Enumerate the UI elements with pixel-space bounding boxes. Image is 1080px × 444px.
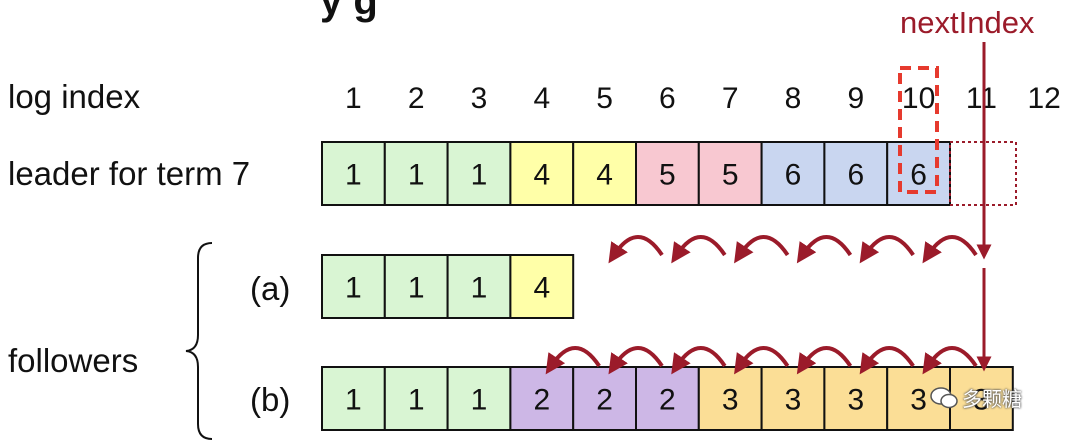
follower-b-label: (b) bbox=[250, 381, 290, 418]
followers-brace bbox=[185, 242, 213, 440]
decrement-arrow-b-3 bbox=[796, 346, 853, 375]
followers-label: followers bbox=[8, 342, 138, 379]
leader-entry-1 bbox=[321, 141, 386, 206]
decrement-arrow-a-1 bbox=[922, 235, 978, 264]
log-index-6: 6 bbox=[659, 82, 676, 115]
log-index-5: 5 bbox=[596, 82, 613, 115]
leader-entry-1-term: 1 bbox=[345, 159, 362, 192]
leader-entry-7-term: 5 bbox=[722, 159, 739, 192]
follower-b-entry-11 bbox=[949, 366, 1014, 431]
follower-b-entry-6 bbox=[635, 366, 700, 431]
log-index-label: log index bbox=[8, 78, 141, 115]
leader-entry-2 bbox=[383, 141, 449, 206]
follower-b-entry-1-term: 1 bbox=[345, 384, 362, 417]
leader-entry-9-term: 6 bbox=[847, 159, 864, 192]
watermark: 多颗糖 bbox=[930, 383, 1022, 412]
decrement-arrow-b-2 bbox=[859, 346, 915, 375]
follower-b-entry-2 bbox=[383, 366, 449, 431]
leader-entry-10 bbox=[886, 141, 952, 206]
follower-a-entry-2 bbox=[383, 254, 449, 319]
log-index-8: 8 bbox=[785, 82, 802, 115]
follower-a-entry-4 bbox=[509, 254, 575, 319]
log-index-3: 3 bbox=[471, 82, 488, 115]
follower-b-entry-2-term: 1 bbox=[408, 384, 425, 417]
follower-a-log: 1 1 1 4 bbox=[321, 254, 575, 319]
leader-entry-9 bbox=[823, 141, 889, 206]
follower-b-entry-7-term: 3 bbox=[722, 384, 739, 417]
leader-entry-10-term: 6 bbox=[910, 159, 927, 192]
follower-b-entry-6-term: 2 bbox=[659, 384, 676, 417]
follower-b-entry-3-term: 1 bbox=[471, 384, 488, 417]
leader-entry-5 bbox=[572, 141, 638, 206]
decrement-arrows-a bbox=[608, 235, 978, 264]
leader-entry-7 bbox=[697, 141, 763, 206]
follower-b-entry-11-term: 3 bbox=[973, 384, 990, 417]
leader-entry-6-term: 5 bbox=[659, 159, 676, 192]
decrement-arrow-a-3 bbox=[796, 235, 853, 264]
next-index-highlight bbox=[898, 66, 939, 194]
follower-b-entry-9-term: 3 bbox=[847, 384, 864, 417]
decrement-arrow-a-6 bbox=[608, 235, 664, 264]
log-index-11: 11 bbox=[966, 82, 997, 115]
decrement-arrow-b-4 bbox=[734, 346, 790, 375]
follower-a-entry-3-term: 1 bbox=[471, 272, 488, 305]
leader-entry-4-term: 4 bbox=[533, 159, 550, 192]
decrement-arrow-b-1 bbox=[922, 346, 978, 375]
log-index-10: 10 bbox=[902, 82, 935, 115]
decrement-arrow-a-4 bbox=[734, 235, 790, 264]
decrement-arrow-b-6 bbox=[608, 346, 664, 375]
follower-b-entry-5 bbox=[572, 366, 638, 431]
log-index-2: 2 bbox=[408, 82, 425, 115]
decrement-arrow-b-7 bbox=[545, 346, 601, 375]
decrement-arrow-b-5 bbox=[671, 346, 727, 375]
follower-b-entry-8 bbox=[760, 366, 826, 431]
log-index-1: 1 bbox=[345, 82, 362, 115]
follower-a-entry-3 bbox=[446, 254, 512, 319]
follower-b-log: 1 1 1 2 2 2 3 3 3 3 3 bbox=[321, 366, 1014, 431]
follower-b-entry-4-term: 2 bbox=[533, 384, 550, 417]
follower-b-entry-8-term: 3 bbox=[785, 384, 802, 417]
follower-a-label: (a) bbox=[250, 270, 290, 307]
leader-label: leader for term 7 bbox=[8, 155, 250, 192]
follower-a-entry-2-term: 1 bbox=[408, 272, 425, 305]
next-index-label: nextIndex bbox=[900, 5, 1035, 40]
leader-entry-2-term: 1 bbox=[408, 159, 425, 192]
follower-a-entry-4-term: 4 bbox=[533, 272, 550, 305]
leader-entry-5-term: 4 bbox=[596, 159, 613, 192]
leader-entry-6 bbox=[635, 141, 700, 206]
follower-b-entry-7 bbox=[697, 366, 763, 431]
follower-b-entry-3 bbox=[446, 366, 512, 431]
decrement-arrow-a-5 bbox=[671, 235, 727, 264]
follower-b-entry-10-term: 3 bbox=[910, 384, 927, 417]
log-index-4: 4 bbox=[533, 82, 550, 115]
follower-b-entry-9 bbox=[823, 366, 889, 431]
log-index-9: 9 bbox=[847, 82, 864, 115]
leader-log: 1 1 1 4 4 5 5 6 6 6 bbox=[321, 141, 952, 206]
leader-entry-3-term: 1 bbox=[471, 159, 488, 192]
log-index-12: 12 bbox=[1028, 82, 1061, 115]
chat-bubble-icon bbox=[930, 386, 958, 408]
leader-entry-8-term: 6 bbox=[785, 159, 802, 192]
title-fragment: y g bbox=[320, 0, 378, 23]
leader-entry-3 bbox=[446, 141, 512, 206]
follower-b-entry-5-term: 2 bbox=[596, 384, 613, 417]
leader-entry-8 bbox=[760, 141, 826, 206]
follower-a-entry-1-term: 1 bbox=[345, 272, 362, 305]
decrement-arrows-b bbox=[545, 346, 978, 375]
watermark-text: 多颗糖 bbox=[962, 387, 1022, 411]
decrement-arrow-a-2 bbox=[859, 235, 915, 264]
log-index-7: 7 bbox=[722, 82, 739, 115]
